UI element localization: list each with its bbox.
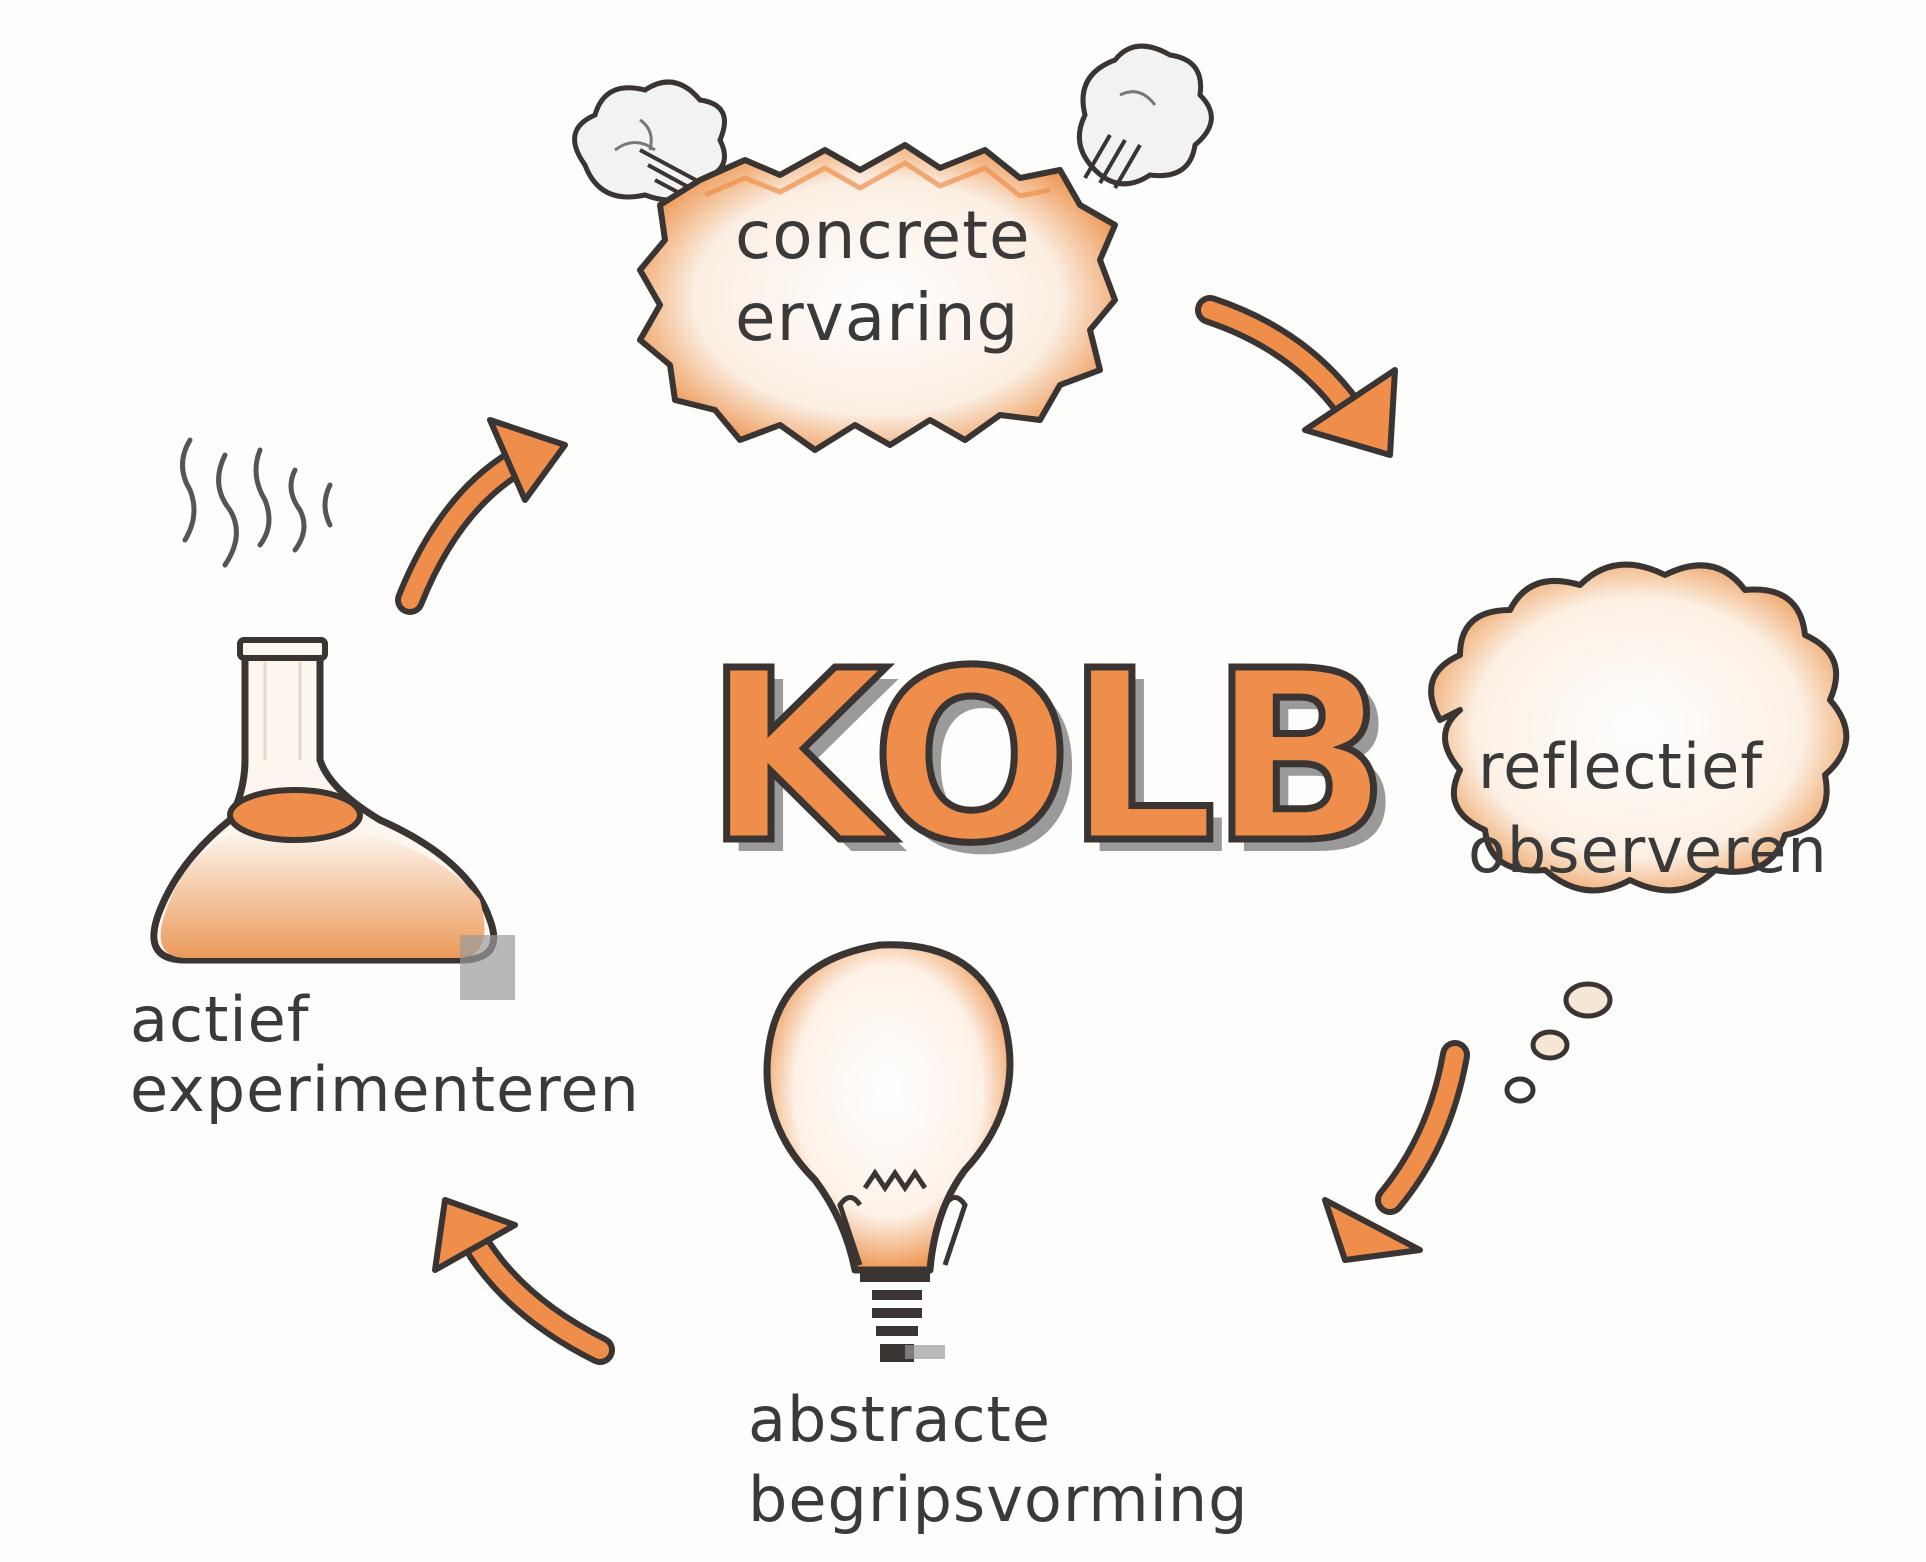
cloud-icon [1428,561,1850,1104]
smoke-puff-right-icon [1076,43,1214,190]
stage-reflective-line1: reflectief [1478,730,1764,803]
stage-concrete-line1: concrete [735,197,1031,274]
arrow-icon [1195,295,1398,458]
lightbulb-icon [763,941,1014,1362]
arrow-icon [395,417,568,615]
stage-concrete-line2: ervaring [735,279,1020,356]
flask-icon [150,437,515,1000]
stage-active-line1: actief [130,983,310,1056]
stage-abstract-line2: begripsvorming [748,1463,1249,1536]
stage-concrete-label: concrete ervaring [735,195,1031,359]
stage-abstract-line1: abstracte [748,1383,1051,1456]
stage-reflective-label: reflectief observeren [1468,725,1828,893]
diagram-title: KOLB [701,620,1393,895]
starburst-icon [572,43,1214,453]
stage-active-label: actief experimenteren [130,985,640,1125]
stage-reflective-line2: observeren [1468,814,1828,887]
stage-abstract-label: abstracte begripsvorming [748,1380,1249,1540]
smoke-puff-left-icon [572,79,727,214]
stage-active-line2: experimenteren [130,1053,640,1126]
arrow-icon [432,1197,615,1365]
arrow-icon [1322,1040,1470,1263]
